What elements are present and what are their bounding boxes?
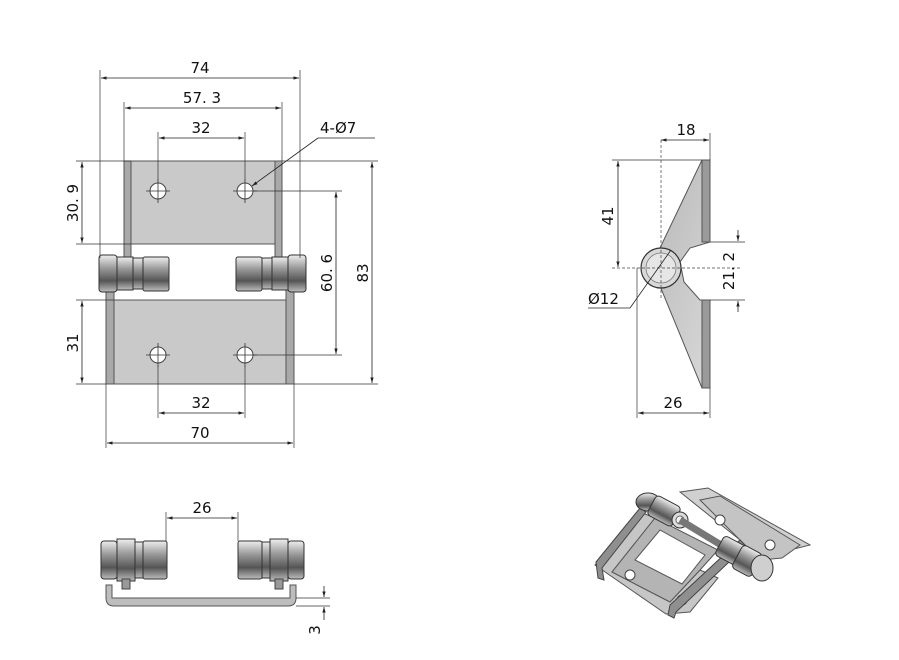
dim-bottom-thickness: 3 bbox=[296, 586, 330, 635]
front-view: 74 57. 3 32 4-Ø7 30. 9 bbox=[64, 59, 378, 448]
dim-side-top-width-label: 18 bbox=[676, 121, 695, 139]
dim-hole-spec: 4-Ø7 bbox=[251, 119, 375, 187]
dim-top-overall-label: 74 bbox=[190, 59, 209, 77]
dim-hole-vertical-label: 60. 6 bbox=[318, 254, 336, 292]
dim-bottom-gap-label: 26 bbox=[192, 499, 211, 517]
lower-hole-left bbox=[146, 343, 170, 367]
side-view: 18 41 21. 2 Ø12 26 bbox=[588, 121, 745, 418]
bottom-right-pin bbox=[237, 538, 305, 590]
dim-upper-plate-width: 57. 3 bbox=[123, 89, 283, 161]
dim-upper-height: 30. 9 bbox=[64, 160, 131, 245]
upper-plate bbox=[130, 160, 276, 245]
lower-plate bbox=[113, 299, 287, 385]
side-lower-edge bbox=[701, 299, 711, 389]
bottom-left-pin bbox=[100, 538, 168, 590]
iso-hole-lower-1 bbox=[624, 569, 636, 581]
dim-bottom-overall: 70 bbox=[105, 384, 295, 448]
dim-lower-height: 31 bbox=[64, 299, 114, 385]
dim-bottom-thickness-label: 3 bbox=[306, 625, 324, 635]
iso-hole-upper-2 bbox=[764, 539, 776, 551]
dim-upper-holes: 32 bbox=[157, 119, 246, 180]
iso-pin-shaft bbox=[678, 517, 728, 551]
dim-upper-holes-label: 32 bbox=[191, 119, 210, 137]
iso-pin-right bbox=[715, 536, 774, 582]
bottom-channel bbox=[105, 584, 297, 607]
dim-lower-height-label: 31 bbox=[64, 333, 82, 352]
side-upper-edge bbox=[701, 159, 711, 243]
right-pin-assembly bbox=[235, 254, 307, 293]
upper-hole-left bbox=[146, 179, 170, 203]
left-pin-assembly bbox=[98, 254, 170, 293]
dim-upper-plate-label: 57. 3 bbox=[183, 89, 221, 107]
dim-side-bottom-width: 26 bbox=[636, 268, 711, 418]
dim-hole-vertical: 60. 6 bbox=[253, 190, 342, 356]
iso-opening bbox=[634, 529, 706, 585]
bottom-view: 26 3 bbox=[100, 499, 330, 635]
lower-hole-right bbox=[233, 343, 257, 367]
dim-overall-height-label: 83 bbox=[354, 263, 372, 282]
dim-side-pin-offset-label: 21. 2 bbox=[720, 252, 738, 290]
dim-lower-holes: 32 bbox=[157, 366, 246, 418]
dim-side-top-width: 18 bbox=[661, 121, 711, 160]
dim-side-pin-diameter-label: Ø12 bbox=[588, 290, 619, 308]
iso-hole-upper-1 bbox=[714, 514, 726, 526]
dim-overall-height: 83 bbox=[282, 160, 378, 385]
dim-side-upper-height-label: 41 bbox=[599, 206, 617, 225]
dim-upper-height-label: 30. 9 bbox=[64, 184, 82, 222]
dim-lower-holes-label: 32 bbox=[191, 394, 210, 412]
dim-top-overall: 74 bbox=[99, 59, 301, 258]
dim-bottom-gap: 26 bbox=[165, 499, 239, 541]
dim-side-bottom-width-label: 26 bbox=[663, 394, 682, 412]
dim-side-pin-offset: 21. 2 bbox=[710, 230, 745, 312]
dim-side-upper-height: 41 bbox=[599, 159, 702, 267]
iso-view bbox=[594, 487, 812, 619]
dim-hole-spec-label: 4-Ø7 bbox=[320, 119, 356, 137]
dim-bottom-overall-label: 70 bbox=[190, 424, 209, 442]
